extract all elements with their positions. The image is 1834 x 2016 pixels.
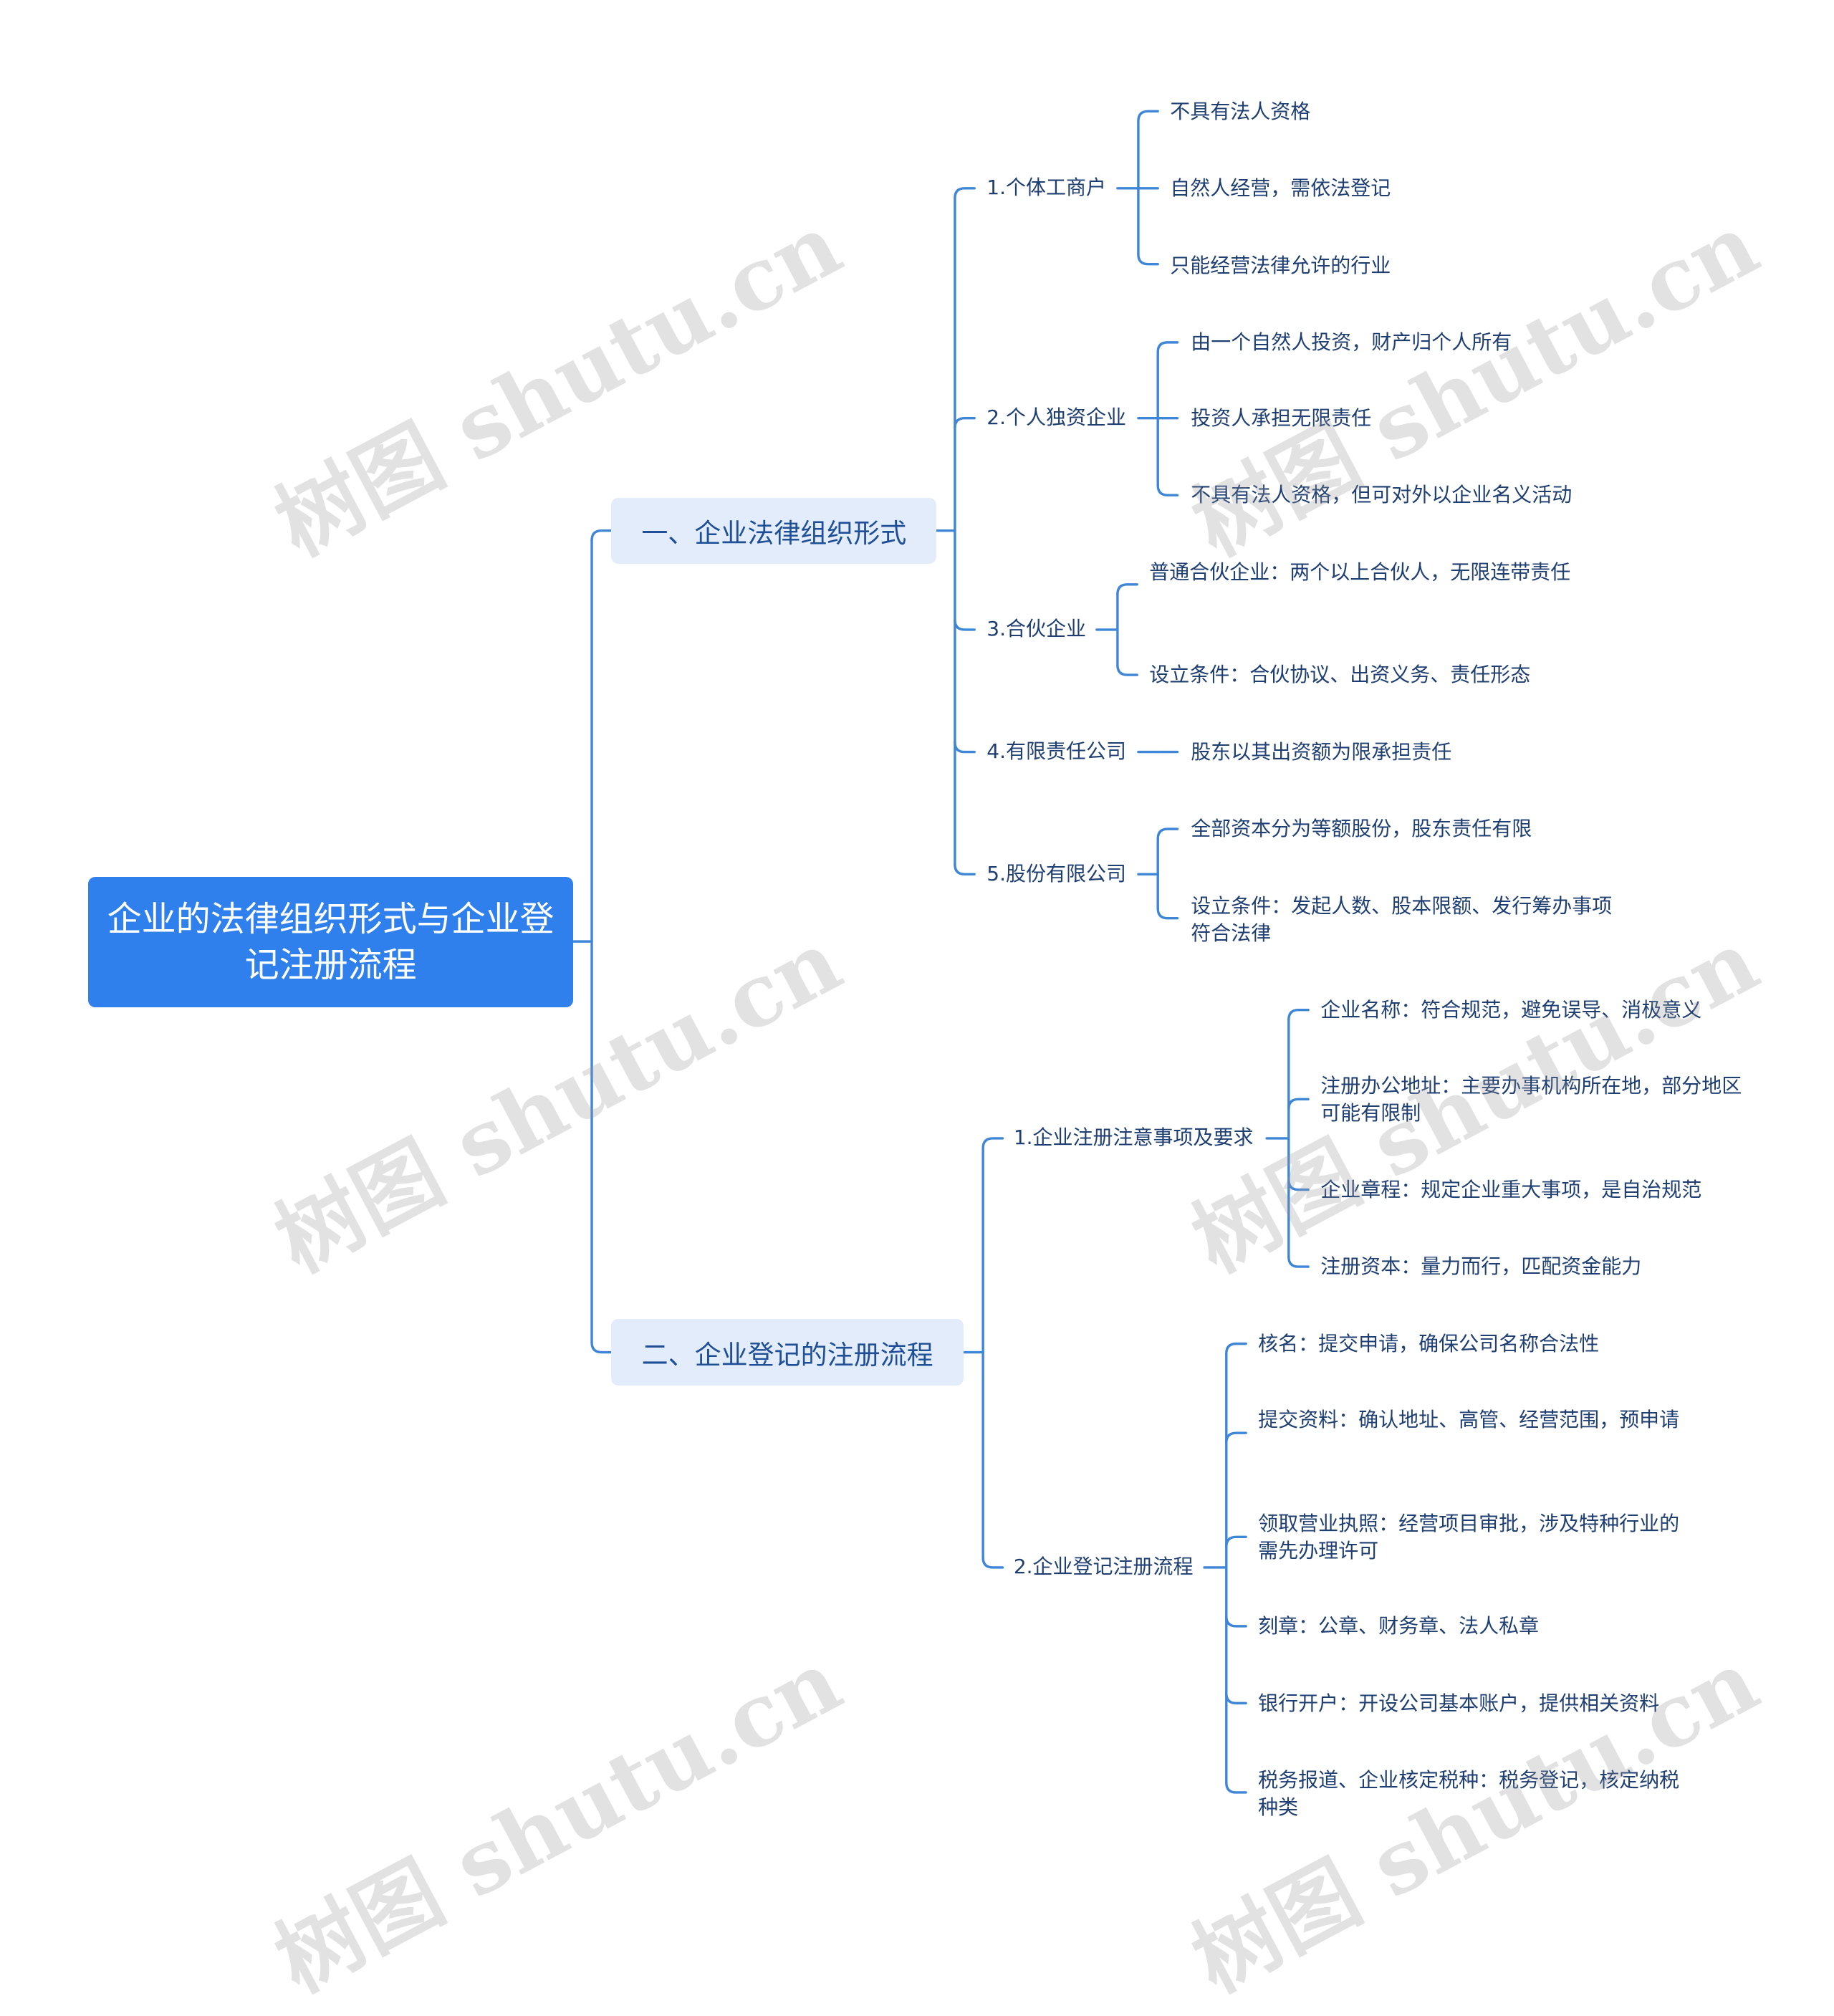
leaf-item[interactable]: 设立条件：发起人数、股本限额、发行筹办事项符合法律 <box>1191 893 1613 945</box>
leaf-item[interactable]: 普通合伙企业：两个以上合伙人，无限连带责任 <box>1149 560 1571 584</box>
leaf-item[interactable]: 设立条件：合伙协议、出资义务、责任形态 <box>1149 663 1531 687</box>
branch-legal-forms[interactable]: 一、企业法律组织形式 <box>611 497 937 564</box>
connector-45 <box>1287 1009 1310 1022</box>
connector-8 <box>954 187 976 200</box>
leaf-item[interactable]: 注册办公地址：主要办事机构所在地，部分地区可能有限制 <box>1320 1073 1742 1125</box>
mind-map: 企业的法律组织形式与企业登记注册流程 一、企业法律组织形式 二、企业登记的注册流… <box>87 99 1774 2012</box>
leaf-item[interactable]: 提交资料：确认地址、高管、经营范围，预申请 <box>1258 1407 1680 1431</box>
connector-33 <box>1116 583 1138 596</box>
topic-sole-trader[interactable]: 1.个体工商户 <box>986 176 1106 200</box>
root-topic-label: 企业的法律组织形式与企业登记注册流程 <box>107 898 554 985</box>
root-topic[interactable]: 企业的法律组织形式与企业登记注册流程 <box>87 876 574 1008</box>
topic-registration-requirements[interactable]: 1.企业注册注意事项及要求 <box>1013 1125 1254 1150</box>
connector-9 <box>954 416 976 430</box>
connector-41 <box>1156 907 1179 920</box>
leaf-item[interactable]: 自然人经营，需依法登记 <box>1170 176 1391 201</box>
connector-11 <box>954 741 976 754</box>
leaf-item[interactable]: 注册资本：量力而行，匹配资金能力 <box>1320 1254 1642 1279</box>
topic-sole-proprietorship[interactable]: 2.个人独资企业 <box>986 405 1126 430</box>
connector-17 <box>981 1556 1004 1569</box>
connector-16 <box>981 1137 1004 1150</box>
connector-10 <box>954 618 976 631</box>
connector-21 <box>1137 110 1159 123</box>
connector-46 <box>1287 1098 1310 1110</box>
leaf-item[interactable]: 刻章：公章、财务章、法人私章 <box>1258 1614 1540 1638</box>
connector-12 <box>954 863 976 875</box>
leaf-item[interactable]: 领取营业执照：经营项目审批，涉及特种行业的需先办理许可 <box>1258 1511 1680 1563</box>
connector-34 <box>1116 663 1138 676</box>
connector-53 <box>1225 1431 1247 1444</box>
connector-3 <box>590 529 613 542</box>
topic-registration-process[interactable]: 2.企业登记注册流程 <box>1013 1555 1194 1579</box>
leaf-item[interactable]: 核名：提交申请，确保公司名称合法性 <box>1258 1331 1600 1355</box>
topic-limited-liability[interactable]: 4.有限责任公司 <box>986 739 1126 764</box>
branch-registration[interactable]: 二、企业登记的注册流程 <box>611 1319 964 1386</box>
connector-57 <box>1225 1781 1247 1794</box>
connector-55 <box>1225 1615 1247 1628</box>
connector-56 <box>1225 1692 1247 1705</box>
topic-joint-stock[interactable]: 5.股份有限公司 <box>986 861 1126 885</box>
connector-40 <box>1156 827 1179 840</box>
leaf-item[interactable]: 不具有法人资格，但可对外以企业名义活动 <box>1191 483 1573 507</box>
leaf-item[interactable]: 只能经营法律允许的行业 <box>1170 253 1391 277</box>
connector-4 <box>590 1341 613 1354</box>
connector-48 <box>1287 1255 1310 1268</box>
leaf-item[interactable]: 全部资本分为等额股份，股东责任有限 <box>1191 817 1532 841</box>
connector-54 <box>1225 1535 1247 1548</box>
connector-52 <box>1225 1342 1247 1355</box>
connector-27 <box>1156 341 1179 354</box>
leaf-item[interactable]: 由一个自然人投资，财产归个人所有 <box>1191 330 1512 355</box>
connector-29 <box>1156 484 1179 496</box>
leaf-item[interactable]: 投资人承担无限责任 <box>1191 405 1372 430</box>
leaf-item[interactable]: 税务报道、企业核定税种：税务登记，核定纳税种类 <box>1258 1768 1680 1820</box>
connector-lines <box>572 110 1310 1794</box>
leaf-item[interactable]: 股东以其出资额为限承担责任 <box>1191 739 1452 764</box>
connector-47 <box>1287 1179 1310 1191</box>
topic-partnership[interactable]: 3.合伙企业 <box>986 617 1086 641</box>
leaf-item[interactable]: 银行开户：开设公司基本账户，提供相关资料 <box>1258 1691 1660 1715</box>
connector-23 <box>1137 253 1159 266</box>
leaf-item[interactable]: 不具有法人资格 <box>1170 99 1311 123</box>
leaf-item[interactable]: 企业章程：规定企业重大事项，是自治规范 <box>1320 1177 1702 1201</box>
branch-label: 一、企业法律组织形式 <box>641 517 907 549</box>
leaf-item[interactable]: 企业名称：符合规范，避免误导、消极意义 <box>1320 997 1702 1022</box>
branch-label: 二、企业登记的注册流程 <box>641 1339 933 1371</box>
